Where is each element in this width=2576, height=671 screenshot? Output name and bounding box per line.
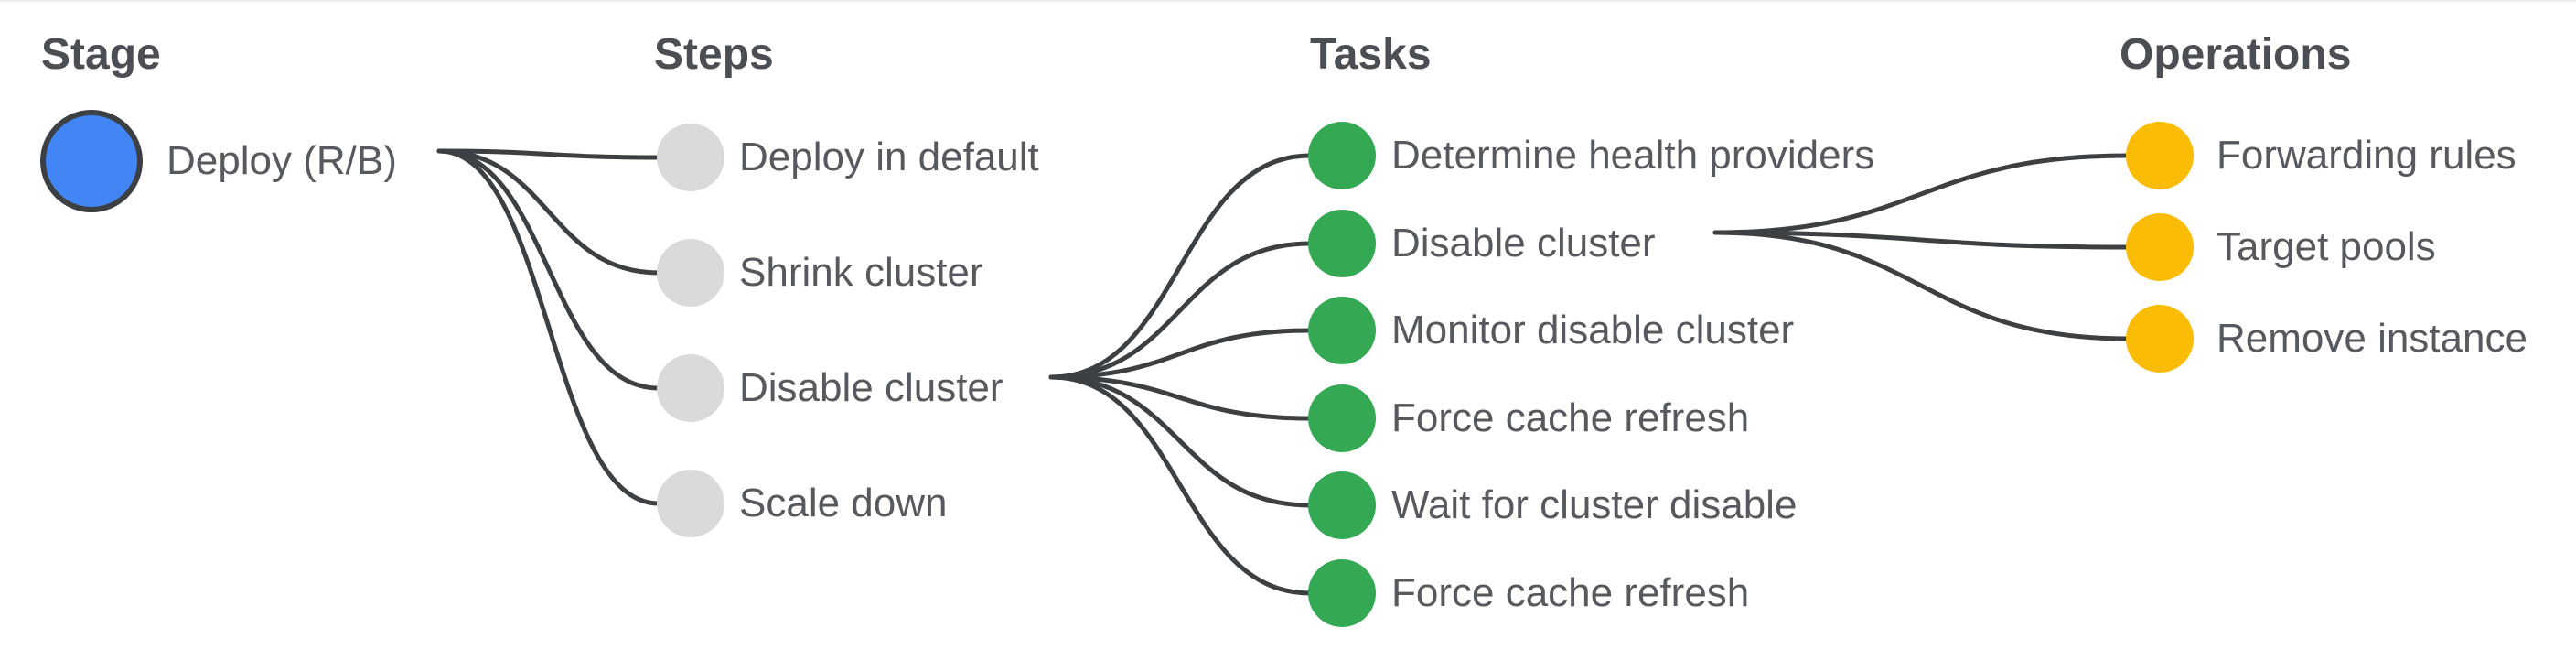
node-label: Wait for cluster disable: [1391, 482, 1798, 527]
edge-step-to-task-3: [1048, 328, 1313, 380]
edge-stage-to-step-1: [436, 148, 661, 160]
step-node-circle[interactable]: [657, 239, 724, 307]
node-label: Force cache refresh: [1391, 395, 1750, 440]
node-label: Disable cluster: [739, 365, 1004, 410]
edge-stage-to-step-4: [436, 148, 661, 506]
stage-node-circle[interactable]: [40, 110, 143, 212]
column-header-steps: Steps: [654, 30, 774, 79]
task-node-circle[interactable]: [1308, 297, 1376, 364]
node-label: Target pools: [2216, 224, 2436, 269]
step-node-circle[interactable]: [657, 470, 724, 537]
edge-step-to-task-5: [1048, 374, 1313, 508]
column-header-stage: Stage: [41, 30, 161, 79]
node-task-determine-health-providers[interactable]: Determine health providers: [1308, 122, 1874, 189]
edge-step-to-task-4: [1048, 374, 1313, 421]
node-label: Remove instance: [2216, 316, 2528, 361]
operation-node-circle[interactable]: [2126, 213, 2194, 281]
step-node-circle[interactable]: [657, 354, 724, 422]
node-step-scale-down[interactable]: Scale down: [657, 470, 947, 537]
edge-stage-to-step-3: [436, 148, 661, 391]
edge-step-to-task-1: [1048, 153, 1313, 380]
node-step-shrink-cluster[interactable]: Shrink cluster: [657, 239, 983, 307]
node-task-wait-for-cluster-disable[interactable]: Wait for cluster disable: [1308, 471, 1797, 539]
node-operation-target-pools[interactable]: Target pools: [2126, 213, 2436, 281]
node-step-disable-cluster[interactable]: Disable cluster: [657, 354, 1004, 422]
edge-task-to-op-2: [1712, 230, 2131, 250]
node-label: Force cache refresh: [1391, 570, 1750, 615]
task-node-circle[interactable]: [1308, 122, 1376, 189]
node-task-disable-cluster[interactable]: Disable cluster: [1308, 210, 1656, 277]
edge-task-to-op-3: [1712, 230, 2131, 341]
node-label: Deploy (R/B): [166, 138, 397, 183]
node-operation-remove-instance[interactable]: Remove instance: [2126, 305, 2528, 373]
column-header-tasks: Tasks: [1310, 30, 1432, 79]
node-task-monitor-disable-cluster[interactable]: Monitor disable cluster: [1308, 297, 1794, 364]
task-node-circle[interactable]: [1308, 471, 1376, 539]
task-node-circle[interactable]: [1308, 559, 1376, 627]
column-header-operations: Operations: [2120, 30, 2352, 79]
node-task-force-cache-refresh-1[interactable]: Force cache refresh: [1308, 384, 1749, 452]
edge-stage-to-step-2: [436, 148, 661, 276]
node-task-force-cache-refresh-2[interactable]: Force cache refresh: [1308, 559, 1749, 627]
node-label: Shrink cluster: [739, 250, 983, 295]
node-operation-forwarding-rules[interactable]: Forwarding rules: [2126, 122, 2517, 189]
step-node-circle[interactable]: [657, 124, 724, 191]
node-label: Monitor disable cluster: [1391, 308, 1795, 352]
node-step-deploy-in-default[interactable]: Deploy in default: [657, 124, 1039, 191]
operation-node-circle[interactable]: [2126, 305, 2194, 373]
node-label: Determine health providers: [1391, 133, 1875, 178]
node-label: Forwarding rules: [2216, 133, 2517, 178]
node-label: Scale down: [739, 481, 948, 525]
node-label: Disable cluster: [1391, 221, 1656, 265]
node-stage-deploy-rb[interactable]: Deploy (R/B): [40, 110, 397, 212]
task-node-circle[interactable]: [1308, 384, 1376, 452]
operation-node-circle[interactable]: [2126, 122, 2194, 189]
node-label: Deploy in default: [739, 135, 1039, 179]
task-node-circle[interactable]: [1308, 210, 1376, 277]
edge-step-to-task-6: [1048, 374, 1313, 596]
edge-step-to-task-2: [1048, 241, 1313, 380]
edge-task-to-op-1: [1712, 153, 2131, 235]
